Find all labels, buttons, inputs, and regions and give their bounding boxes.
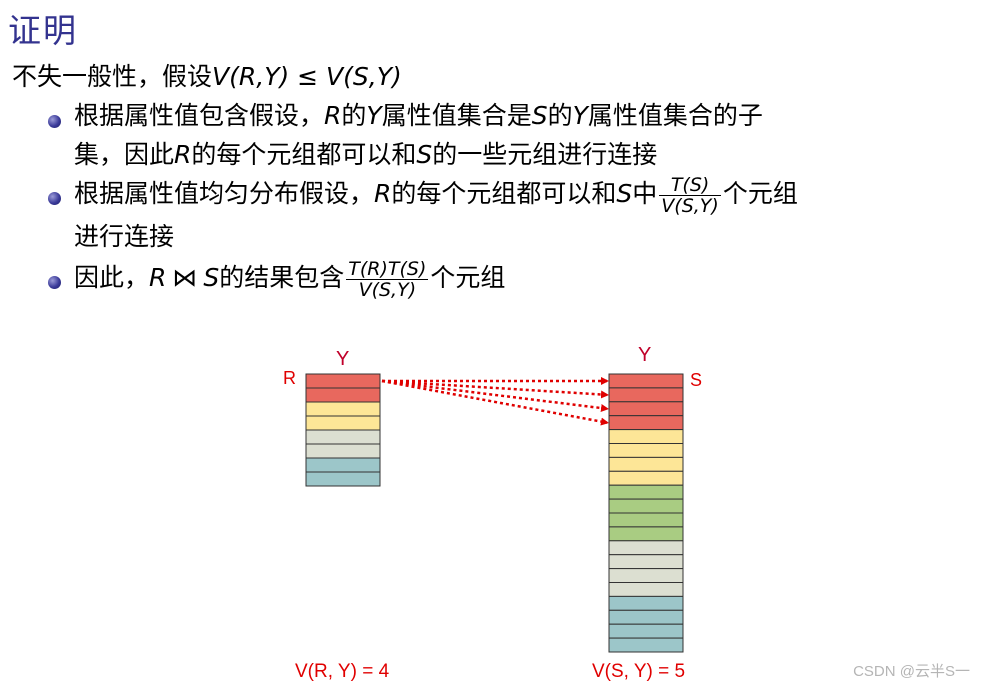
text-segment: 的一些元组进行连接: [432, 140, 658, 169]
tuple-row: [608, 554, 684, 570]
join-arrows: [381, 376, 609, 426]
math-var: R: [324, 101, 342, 130]
tuple-row: [608, 443, 684, 458]
math-var: S: [203, 263, 220, 292]
bullet-2-line-2: 进行连接: [74, 222, 174, 252]
slide-title: 证明: [8, 11, 78, 50]
math-var: R: [174, 140, 192, 169]
tuple-row: [305, 387, 381, 403]
tuple-row: [305, 443, 381, 459]
fraction-denominator: V(S,Y): [661, 194, 719, 217]
math-var: S: [616, 179, 633, 208]
math-var: Y: [572, 101, 588, 130]
tuple-row: [608, 540, 684, 556]
watermark: CSDN @云半S一: [853, 663, 970, 680]
text-segment: 个元组: [430, 263, 506, 292]
tuple-row: [608, 595, 684, 611]
intro-line: 不失一般性，假设V(R,Y) ≤ V(S,Y): [12, 62, 402, 92]
tuple-row: [608, 415, 684, 431]
tuple-row: [608, 373, 684, 389]
tuple-row: [608, 568, 684, 583]
relation-r-table: [305, 373, 381, 487]
text-segment: 属性值集合是: [381, 101, 532, 130]
v-r-y-caption: V(R, Y) = 4: [295, 661, 390, 682]
math-var: S: [531, 101, 548, 130]
text-segment: 的每个元组都可以和: [391, 179, 617, 208]
join-arrow: [381, 379, 609, 399]
tuple-row: [305, 401, 381, 417]
math-var: R: [149, 263, 167, 292]
intro-formula: V(R,Y) ≤ V(S,Y): [212, 62, 402, 91]
text-segment: 中: [632, 179, 658, 208]
text-segment: 根据属性值均匀分布假设，: [74, 179, 375, 208]
tuple-row: [608, 456, 684, 472]
text-segment: 属性值集合的子: [587, 101, 763, 130]
tuple-row: [608, 387, 684, 403]
tuple-row: [608, 526, 684, 542]
fraction-numerator: T(R)T(S): [346, 257, 429, 280]
tuple-row: [305, 429, 381, 445]
attribute-y-header-right: Y: [638, 344, 651, 366]
join-arrow: [381, 379, 609, 426]
bullet-1-line-1: 根据属性值包含假设，R的Y属性值集合是S的Y属性值集合的子: [74, 101, 763, 131]
math-var: Y: [366, 101, 382, 130]
math-var: S: [416, 140, 433, 169]
fraction-numerator: T(S): [659, 175, 721, 196]
text-segment: 进行连接: [74, 222, 175, 251]
text-segment: 的: [547, 101, 573, 130]
join-arrow: [381, 379, 609, 412]
tuple-row: [608, 470, 684, 486]
text-segment: 的每个元组都可以和: [191, 140, 417, 169]
fraction: T(S)V(S,Y): [659, 175, 721, 216]
intro-prefix: 不失一般性，假设: [12, 62, 213, 91]
tuple-row: [608, 498, 684, 514]
tuple-row: [608, 623, 684, 639]
bullet-dot-1: [48, 115, 61, 128]
tuple-row: [305, 471, 381, 487]
tuple-row: [608, 484, 684, 500]
v-s-y-caption: V(S, Y) = 5: [592, 661, 685, 682]
join-symbol: ⋈: [172, 263, 198, 292]
relation-s-label: S: [690, 370, 702, 390]
bullet-1-line-2: 集，因此R的每个元组都可以和S的一些元组进行连接: [74, 140, 657, 170]
fraction: T(R)T(S)V(S,Y): [346, 257, 429, 301]
tuple-row: [608, 609, 684, 625]
tuple-row: [608, 401, 684, 417]
tuple-row: [608, 637, 684, 653]
relation-s-table: [608, 373, 684, 653]
text-segment: 因此，: [74, 263, 150, 292]
text-segment: 的结果包含: [219, 263, 345, 292]
text-segment: 的: [341, 101, 367, 130]
tuple-row: [608, 512, 684, 528]
text-segment: 个元组: [722, 179, 798, 208]
tuple-row: [305, 373, 381, 389]
bullet-dot-3: [48, 276, 61, 289]
tuple-row: [305, 415, 381, 431]
bullet-dot-2: [48, 192, 61, 205]
tuple-row: [608, 582, 684, 597]
text-segment: 集，因此: [74, 140, 175, 169]
attribute-y-header-left: Y: [336, 348, 349, 370]
fraction-denominator: V(S,Y): [358, 278, 417, 301]
math-var: R: [374, 179, 392, 208]
text-segment: 根据属性值包含假设，: [74, 101, 325, 130]
tuple-row: [305, 457, 381, 473]
tuple-row: [608, 429, 684, 445]
relation-r-label: R: [283, 368, 296, 388]
